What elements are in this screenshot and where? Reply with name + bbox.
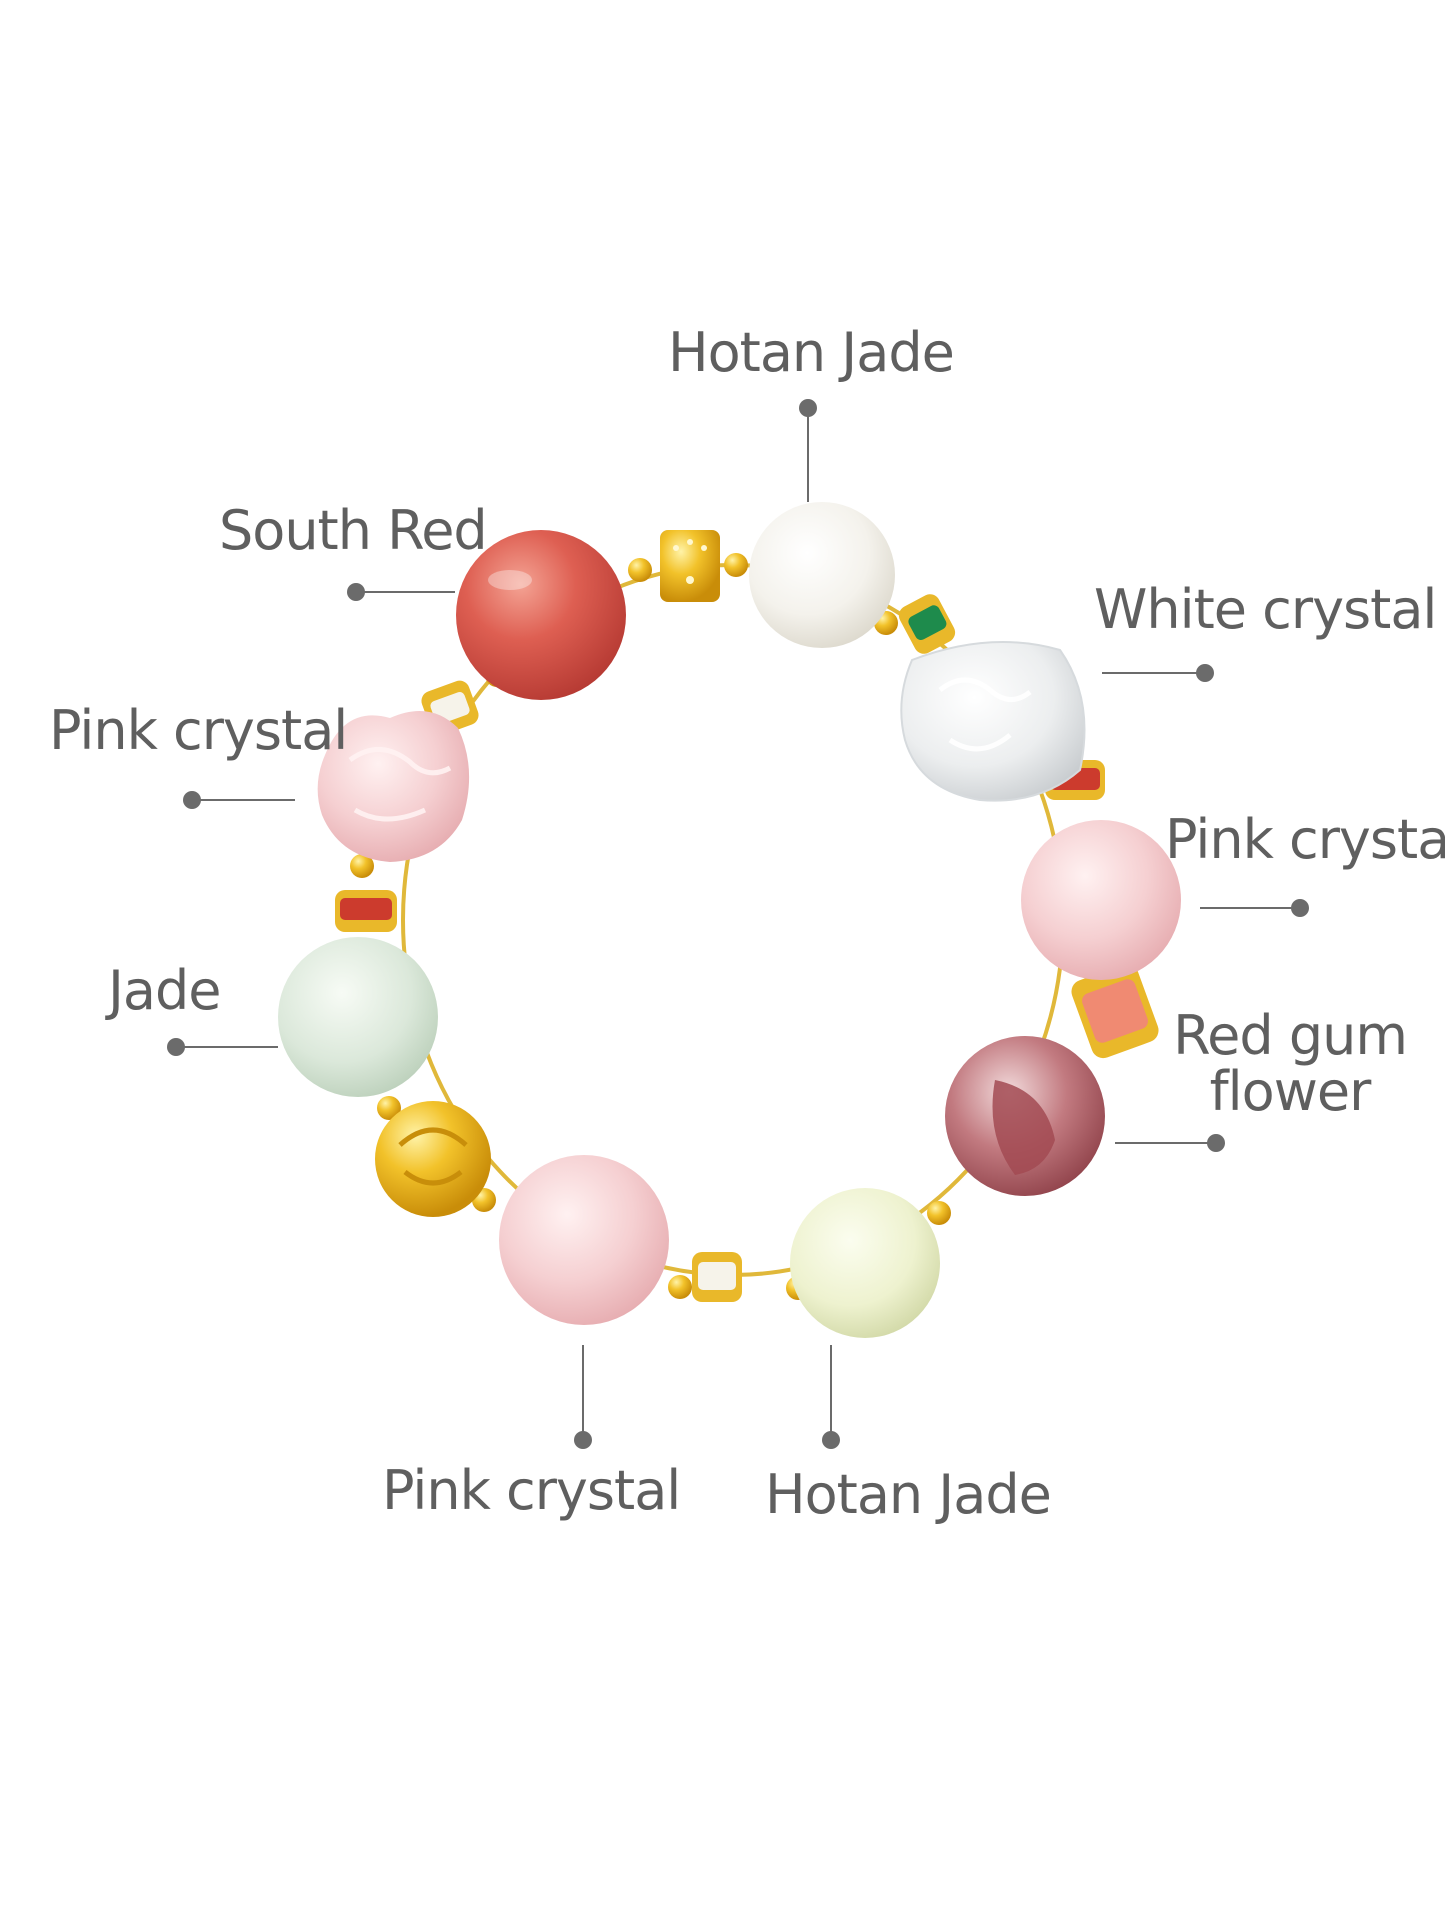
bead-white-crystal: [900, 641, 1086, 802]
bead-hotan-jade-bottom: [790, 1188, 940, 1338]
label-pink-crystal-right: Pink crystal: [1165, 808, 1445, 871]
bead-pink-crystal-bottom: [499, 1155, 669, 1325]
bead-hotan-jade-top: [749, 502, 895, 648]
bead-pink-crystal-right: [1021, 820, 1181, 980]
label-hotan-jade-top: Hotan Jade: [668, 321, 955, 384]
label-pink-crystal-left: Pink crystal: [49, 699, 348, 762]
bead-jade: [278, 937, 438, 1097]
label-red-gum-flower-line1: Red gum: [1173, 1004, 1408, 1067]
label-red-gum-flower: Red gum flower: [1170, 1008, 1410, 1120]
bead-south-red: [456, 530, 626, 700]
bead-pink-crystal-left: [317, 710, 470, 862]
label-white-crystal: White crystal: [1094, 578, 1437, 641]
label-hotan-jade-bottom: Hotan Jade: [765, 1463, 1052, 1526]
label-red-gum-flower-line2: flower: [1209, 1060, 1372, 1123]
gold-engraved-bead: [375, 1101, 491, 1217]
label-south-red: South Red: [219, 499, 488, 562]
label-pink-crystal-bottom: Pink crystal: [382, 1459, 681, 1522]
leader-lines: [167, 399, 1309, 1449]
label-jade: Jade: [108, 959, 222, 1022]
